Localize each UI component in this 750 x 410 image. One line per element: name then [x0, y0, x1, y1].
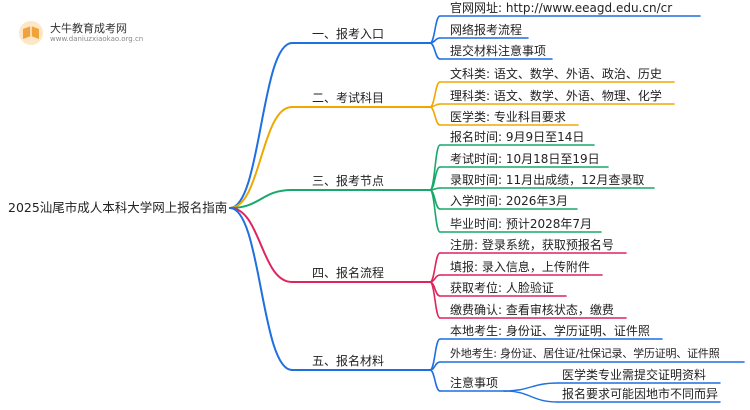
- leaf-label: 获取考位: 人脸验证: [450, 281, 554, 295]
- leaf-label: 提交材料注意事项: [450, 44, 547, 58]
- logo-title: 大牛教育成考网: [50, 22, 127, 35]
- branch-label: 四、报名流程: [312, 266, 385, 280]
- branch-connector: [229, 106, 293, 209]
- leaf-connector: [429, 42, 441, 60]
- leaf-label: 网络报考流程: [450, 23, 523, 37]
- leaf-label: 缴费确认: 查看审核状态，缴费: [450, 303, 614, 317]
- leaf-label: 注册: 登录系统，获取预报名号: [450, 238, 614, 252]
- leaf-label: 入学时间: 2026年3月: [450, 194, 569, 208]
- leaf-label: 官网网址: http://www.eeagd.edu.cn/cr: [450, 1, 673, 15]
- subleaf-label: 报名要求可能因地市不同而异: [562, 387, 719, 401]
- branch-connector: [229, 189, 293, 209]
- leaf-label: 毕业时间: 预计2028年7月: [450, 217, 593, 231]
- subleaf-label: 医学类专业需提交证明资料: [562, 368, 707, 382]
- leaf-label: 医学类: 专业科目要求: [450, 110, 566, 124]
- branch-connector: [229, 207, 293, 283]
- leaf-connector: [429, 369, 441, 392]
- leaf-label: 注意事项: [450, 376, 499, 390]
- branch-label: 一、报考入口: [312, 27, 385, 41]
- subleaf-connector: [503, 382, 559, 392]
- leaf-label: 理科类: 语文、数学、外语、物理、化学: [450, 89, 662, 103]
- leaf-connector: [429, 274, 441, 283]
- branch-label: 五、报名材料: [312, 354, 385, 368]
- subleaf-connector: [503, 390, 559, 403]
- leaf-connector: [429, 361, 441, 371]
- book-logo-icon: [19, 21, 43, 45]
- branch-connector: [229, 207, 293, 371]
- branch-label: 二、考试科目: [312, 91, 385, 105]
- leaf-label: 外地考生: 身份证、居住证/社保记录、学历证明、证件照: [450, 347, 720, 360]
- mindmap-root: 2025汕尾市成人本科大学网上报名指南: [8, 200, 228, 215]
- site-logo: 大牛教育成考网 www.daniuzxiaokao.org.cn: [18, 18, 148, 48]
- leaf-label: 报名时间: 9月9日至14日: [450, 130, 585, 144]
- leaf-label: 考试时间: 10月18日至19日: [450, 152, 600, 166]
- leaf-label: 文科类: 语文、数学、外语、政治、历史: [450, 67, 662, 81]
- leaf-label: 填报: 录入信息，上传附件: [450, 260, 590, 274]
- leaf-connector: [429, 81, 441, 108]
- leaf-label: 本地考生: 身份证、学历证明、证件照: [450, 324, 650, 338]
- leaf-label: 录取时间: 11月出成绩，12月查录取: [450, 173, 645, 187]
- leaf-connector: [429, 189, 441, 233]
- leaf-connector: [429, 106, 441, 126]
- leaf-connector: [429, 281, 441, 319]
- branch-label: 三、报考节点: [312, 174, 385, 188]
- branch-connector: [229, 42, 293, 209]
- logo-url: www.daniuzxiaokao.org.cn: [50, 35, 144, 43]
